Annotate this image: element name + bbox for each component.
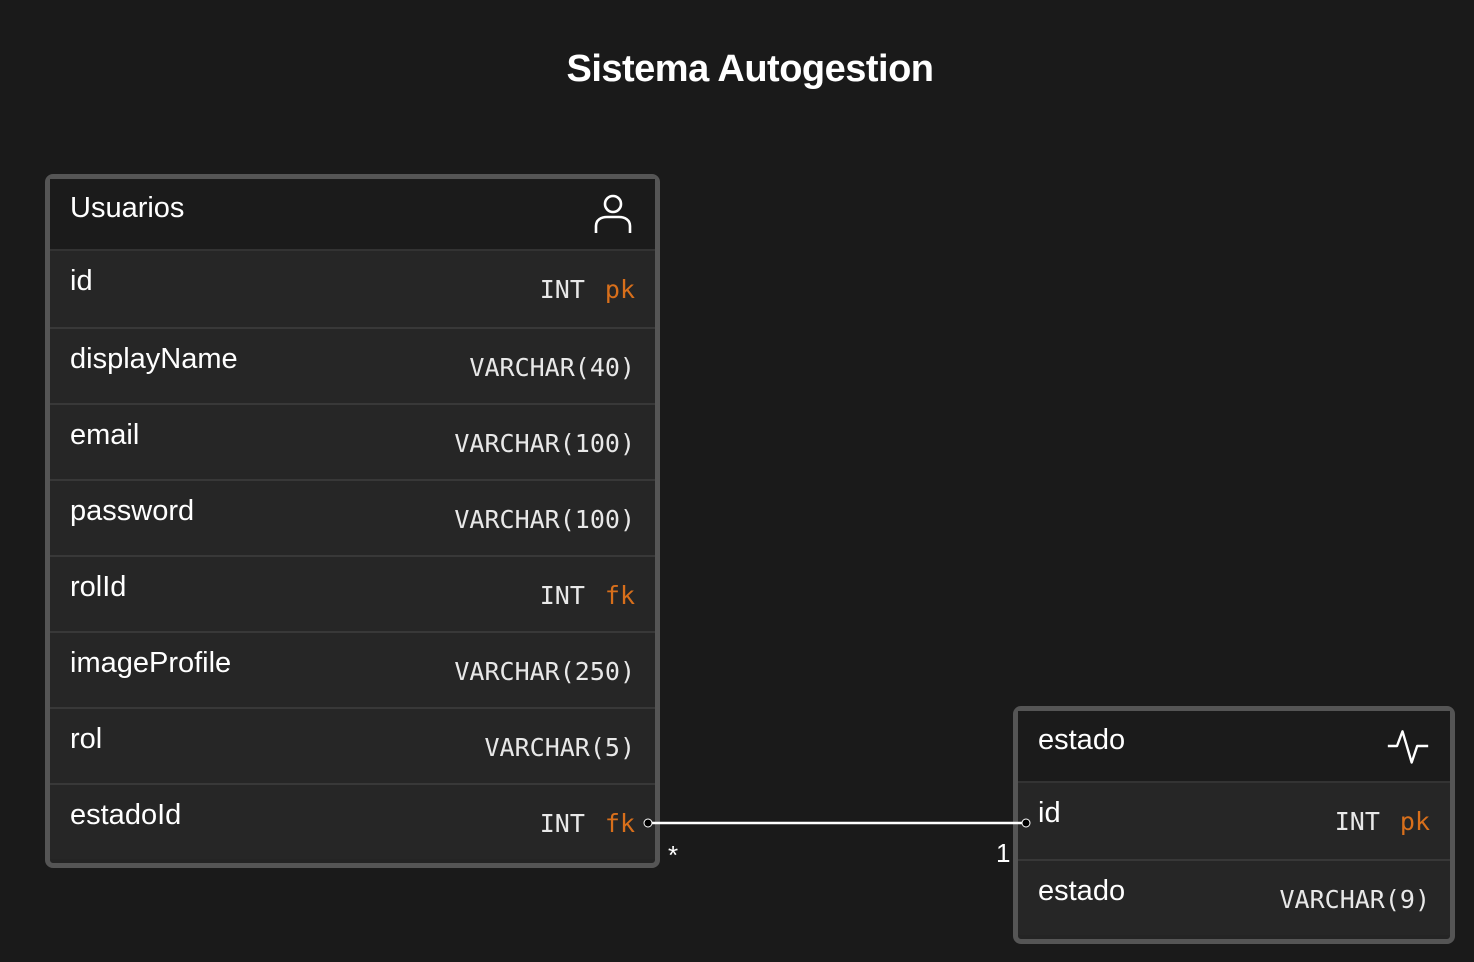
column-type-group: VARCHAR(100) [454,405,635,479]
column-type-group: VARCHAR(100) [454,481,635,555]
column-name: id [70,265,93,297]
column-type: INT [539,809,585,838]
column-name: displayName [70,343,238,375]
column-type-group: VARCHAR(5) [484,709,635,783]
column-type: INT [1334,807,1380,836]
column-type: VARCHAR(100) [454,505,635,534]
column-row[interactable]: imageProfile VARCHAR(250) [50,631,655,707]
column-type-group: INT fk [540,785,635,859]
cardinality-one: 1 [996,838,1011,868]
activity-icon [1386,724,1430,768]
table-name: Usuarios [70,191,185,224]
column-key-badge: fk [604,809,635,838]
column-list: id INT pk estado VARCHAR(9) [1018,783,1450,935]
column-type-group: VARCHAR(250) [454,633,635,707]
column-type-group: VARCHAR(9) [1279,861,1430,935]
cardinality-many: * [668,840,679,870]
column-type: VARCHAR(9) [1279,885,1430,914]
table-header: estado [1018,711,1450,783]
column-row[interactable]: estadoId INT fk [50,783,655,859]
column-key-badge: fk [604,581,635,610]
column-type-group: INT pk [1335,783,1430,859]
column-type-group: VARCHAR(40) [469,329,635,403]
column-name: estadoId [70,799,182,831]
column-row[interactable]: id INT pk [50,251,655,327]
column-row[interactable]: displayName VARCHAR(40) [50,327,655,403]
diagram-title: Sistema Autogestion [566,48,934,90]
column-name: password [70,495,195,527]
column-key-badge: pk [604,275,635,304]
column-key-badge: pk [1399,807,1430,836]
column-type: VARCHAR(250) [454,657,635,686]
column-row[interactable]: password VARCHAR(100) [50,479,655,555]
column-name: rolId [70,571,127,603]
table-name: estado [1038,723,1126,756]
column-name: email [70,419,140,451]
column-type: VARCHAR(5) [484,733,635,762]
column-row[interactable]: rol VARCHAR(5) [50,707,655,783]
column-type-group: INT fk [540,557,635,631]
table-header: Usuarios [50,179,655,251]
user-icon [591,192,635,236]
column-row[interactable]: estado VARCHAR(9) [1018,859,1450,935]
column-row[interactable]: rolId INT fk [50,555,655,631]
column-name: estado [1038,875,1126,907]
column-type: VARCHAR(40) [469,353,635,382]
column-name: rol [70,723,103,755]
column-type: INT [539,581,585,610]
column-row[interactable]: email VARCHAR(100) [50,403,655,479]
column-name: imageProfile [70,647,232,679]
column-type: VARCHAR(100) [454,429,635,458]
column-name: id [1038,797,1061,829]
column-type-group: INT pk [540,251,635,327]
column-type: INT [539,275,585,304]
column-row[interactable]: id INT pk [1018,783,1450,859]
